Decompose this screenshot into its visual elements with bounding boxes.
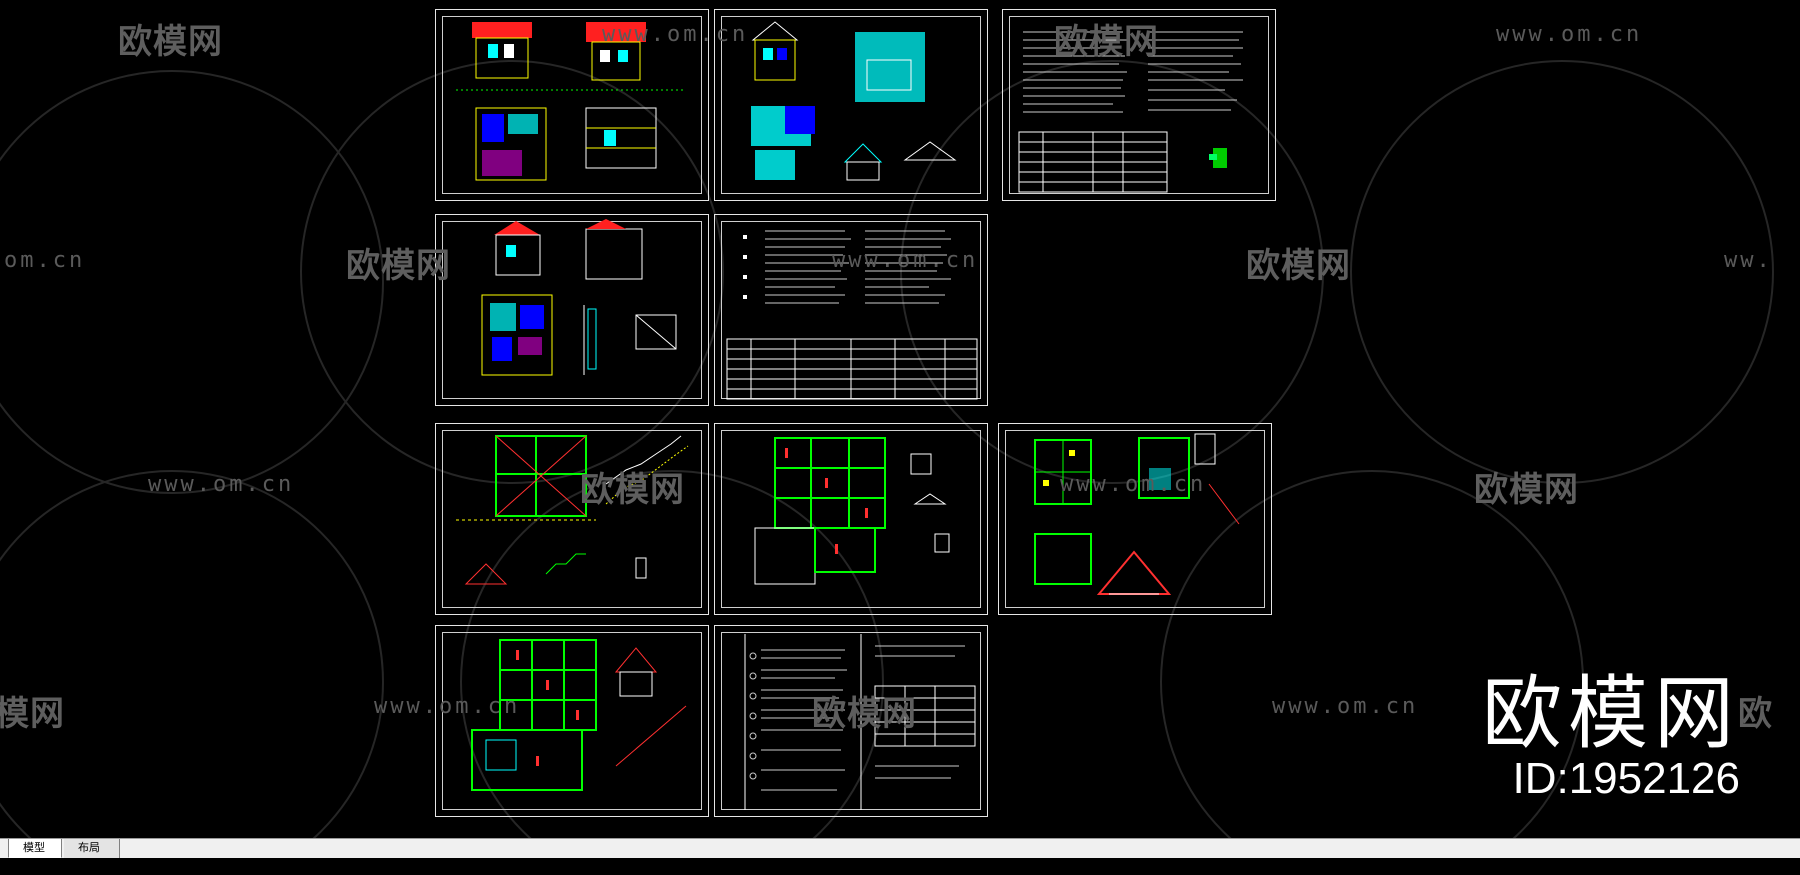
watermark-logo: 欧模网 <box>812 694 917 734</box>
sheet-drawing <box>456 22 686 181</box>
sheet-drawing <box>481 219 677 376</box>
watermark-url: www.om.cn <box>1060 472 1207 497</box>
resource-id: ID:1952126 <box>1512 754 1740 803</box>
drawing-sheet-design-notes[interactable] <box>1002 9 1276 201</box>
watermark-url: www.om.cn <box>374 694 521 719</box>
watermark-logo: 欧模网 <box>346 246 451 286</box>
watermark-url: om.cn <box>4 248 86 273</box>
watermark-url: www.om.cn <box>148 472 295 497</box>
watermark-url: www.om.cn <box>1496 22 1643 47</box>
watermark-url: www.om.cn <box>602 22 749 47</box>
watermark-logo: 欧模网 <box>1054 22 1159 62</box>
watermark-ring <box>0 470 384 838</box>
sheet-drawing <box>456 435 689 585</box>
drawing-sheet-elevations-plans-2[interactable] <box>714 9 988 201</box>
drawing-sheet-structural-plan-3[interactable] <box>435 625 709 817</box>
watermark-logo: 欧模网 <box>580 470 685 510</box>
cad-model-space[interactable]: 欧模网 欧模网 欧模网 欧模网 欧模网 欧模网 欧模网 欧模网 欧 www.om… <box>0 0 1800 838</box>
sheet-drawing <box>744 634 976 810</box>
drawing-sheet-structural-notes[interactable] <box>714 625 988 817</box>
watermark-logo: 欧模网 <box>118 22 223 62</box>
sheet-drawing <box>726 230 978 400</box>
sheet-drawing <box>1018 31 1243 193</box>
drawing-sheet-elevations-plans-1[interactable] <box>435 9 709 201</box>
watermark-ring <box>300 60 724 484</box>
drawing-sheet-structural-plan-2[interactable] <box>714 423 988 615</box>
watermark-logo: 欧 <box>1738 694 1773 734</box>
watermark-ring <box>900 60 1324 484</box>
drawing-sheet-structural-details[interactable] <box>998 423 1272 615</box>
watermark-logo: 欧模网 <box>0 694 65 734</box>
watermark-url: ww. <box>1724 248 1773 273</box>
drawing-sheet-elevations-plans-3[interactable] <box>435 214 709 406</box>
watermark-logo: 欧模网 <box>1246 246 1351 286</box>
layout-tab-bar: 模型 布局1 <box>0 838 1800 872</box>
tab-layout1[interactable]: 布局1 <box>64 839 120 872</box>
sheet-drawing <box>754 437 950 585</box>
sheet-drawing <box>1034 433 1240 595</box>
watermark-url: www.om.cn <box>1272 694 1419 719</box>
watermark-url: www.om.cn <box>832 248 979 273</box>
sheet-drawing <box>751 21 957 181</box>
watermark-logo: 欧模网 <box>1474 470 1579 510</box>
brand-overlay: 欧模网 <box>1482 667 1740 760</box>
watermark-ring <box>1350 60 1774 484</box>
tab-model[interactable]: 模型 <box>8 839 62 858</box>
sheet-drawing <box>471 639 687 791</box>
drawing-sheet-structural-plan-1[interactable] <box>435 423 709 615</box>
drawing-sheet-construction-notes[interactable] <box>714 214 988 406</box>
